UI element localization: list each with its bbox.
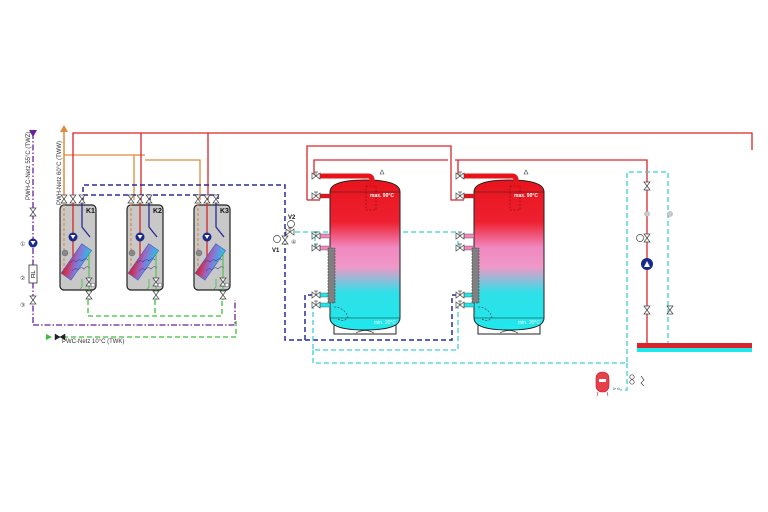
heat-exchanger-module[interactable]: K2 [126, 194, 164, 300]
tank-body [329, 179, 401, 331]
pwc-flow-arrow-icon [46, 334, 52, 340]
module-label: K2 [153, 208, 162, 215]
heat-exchanger-module[interactable]: K1 [59, 194, 97, 300]
pwc-network [46, 300, 237, 341]
buffer-storage-tank[interactable]: max. 90°C min. 20°C [311, 169, 401, 335]
pwc-check-valve-icon [54, 333, 66, 341]
pwh-c-components [28, 207, 38, 305]
pwh-c-label: PWH-C-Netz 55°C (TWZ) [26, 132, 32, 200]
tank-min-temp: min. 20°C [518, 320, 540, 326]
actuator-v2-icon [287, 220, 295, 228]
pwh-label: PWH-Netz 60°C (TWW) [57, 141, 63, 205]
thermometer-return-icon [667, 211, 673, 217]
pwh-c-network [29, 130, 236, 326]
pwh-c-flow-arrow-icon [29, 130, 37, 137]
module-label: K3 [220, 208, 229, 215]
heating-circuit [636, 181, 752, 352]
safety-valve-icon [629, 374, 645, 387]
module-sensor-icon [128, 249, 136, 257]
marker-4: ④ [291, 239, 296, 246]
module-sensor-icon [61, 249, 69, 257]
module-label: K1 [86, 208, 95, 215]
actuator-circuit-icon [636, 234, 644, 242]
tank-max-temp: max. 90°C [514, 193, 538, 199]
pwh-flow-arrow-icon [60, 125, 68, 132]
air-vent-icon [523, 169, 529, 175]
filter-icon [28, 264, 38, 284]
module-housing [126, 204, 164, 291]
svg-text:⊳⊲: ⊳⊲ [613, 386, 620, 391]
marker-2: ② [20, 275, 25, 282]
heat-exchanger-module[interactable]: K3 [193, 194, 231, 300]
stratification-plate [471, 247, 480, 304]
mixing-valve-group [273, 220, 295, 245]
pwc-label: PWC-Netz 10°C (TWK) [62, 339, 124, 345]
heating-distributor-supply [637, 343, 752, 348]
filter-label: FIL [31, 271, 37, 279]
valve-v2-label[interactable]: V2 [288, 215, 296, 221]
buffer-storage-tank[interactable]: max. 90°C min. 20°C [455, 169, 545, 335]
module-housing [193, 204, 231, 291]
marker-3: ③ [20, 302, 25, 309]
module-sensor-icon [195, 249, 203, 257]
marker-1: ① [20, 241, 25, 248]
tank-max-temp: max. 90°C [370, 193, 394, 199]
tank-min-temp: min. 20°C [374, 320, 396, 326]
module-housing [59, 204, 97, 291]
actuator-v1-icon [273, 235, 281, 243]
heating-distributor-return [637, 348, 752, 352]
expansion-vessel: ⊳⊲ [595, 371, 645, 397]
air-vent-icon [379, 169, 385, 175]
valve-v1-label[interactable]: V1 [272, 248, 280, 254]
thermometer-supply-icon [644, 211, 650, 217]
stratification-plate [327, 247, 336, 304]
heating-supply-lines [72, 132, 753, 350]
tank-body [473, 179, 545, 331]
